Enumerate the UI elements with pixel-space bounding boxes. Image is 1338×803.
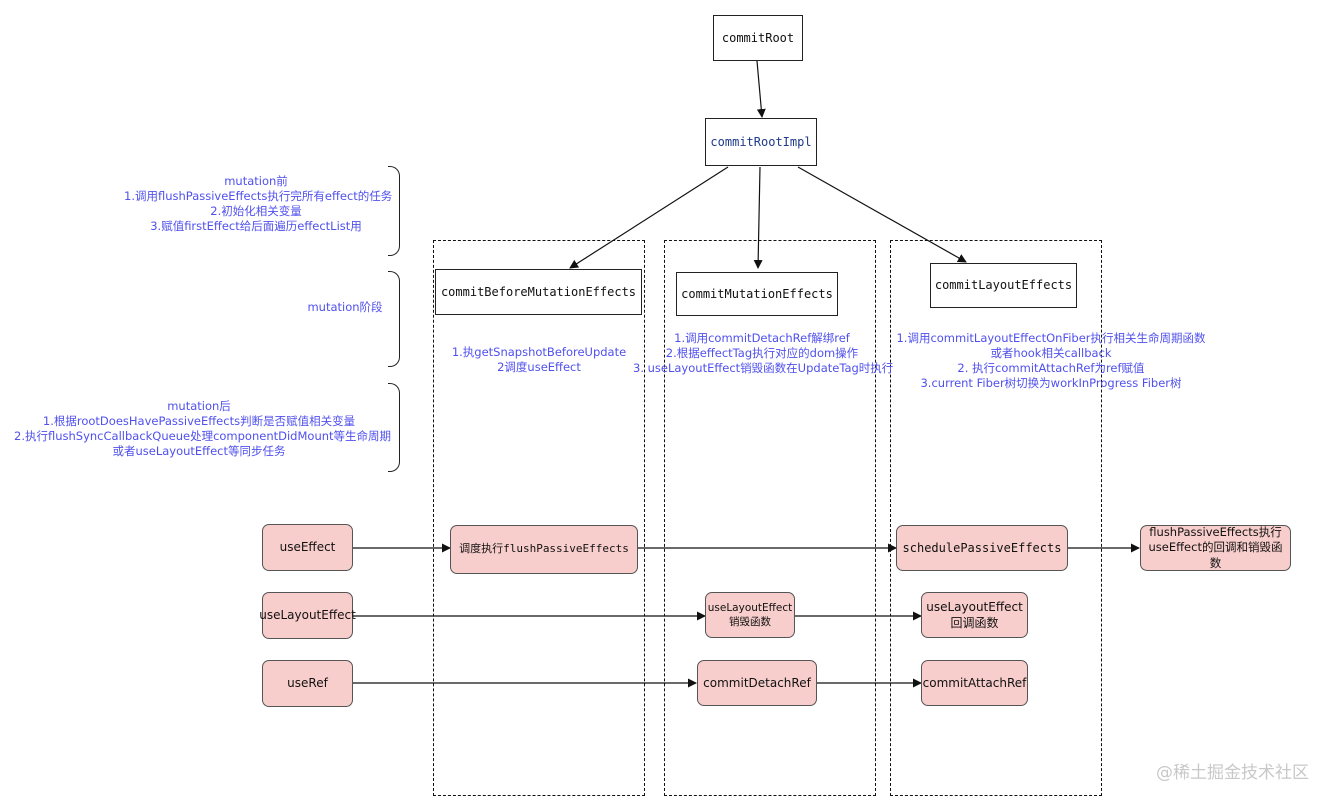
- note-line: 或者hook相关callback: [990, 346, 1112, 360]
- note-line: mutation阶段: [307, 300, 383, 314]
- note-line: 1.调用commitDetachRef解绑ref: [674, 331, 850, 345]
- note-line: 1.根据rootDoesHavePassiveEffects判断是否赋值相关变量: [42, 414, 356, 428]
- note-line: 1.调用commitLayoutEffectOnFiber执行相关生命周期函数: [896, 331, 1206, 345]
- note-before-mutation: mutation前 1.调用flushPassiveEffects执行完所有ef…: [124, 174, 393, 234]
- note-line: mutation前: [224, 174, 288, 188]
- commit-detach-ref-node: commitDetachRef: [697, 660, 817, 706]
- note-line: 2.初始化相关变量: [210, 204, 302, 218]
- use-layout-effect-destroy-node: useLayoutEffect销毁函数: [705, 592, 795, 638]
- note-layout-column: 1.调用commitLayoutEffectOnFiber执行相关生命周期函数 …: [896, 331, 1206, 391]
- schedule-flush-passive-effects-node: 调度执行flushPassiveEffects: [450, 525, 638, 574]
- note-line: 2. 执行commitAttachRef为ref赋值: [957, 361, 1145, 375]
- note-line: 3.current Fiber树切换为workInProgress Fiber树: [920, 376, 1182, 390]
- note-mutation-phase: mutation阶段: [290, 300, 400, 315]
- commit-mutation-effects-node: commitMutationEffects: [676, 272, 838, 316]
- commit-attach-ref-node: commitAttachRef: [921, 660, 1028, 706]
- edge-impl-to-layout: [797, 166, 967, 263]
- note-line: 2.执行flushSyncCallbackQueue处理componentDid…: [14, 429, 392, 443]
- note-line: mutation后: [167, 399, 231, 413]
- before-mutation-column: [433, 240, 645, 796]
- commit-layout-effects-node: commitLayoutEffects: [930, 263, 1077, 308]
- commit-root-node: commitRoot: [713, 15, 803, 61]
- note-line: 3.赋值firstEffect给后面遍历effectList用: [150, 219, 362, 233]
- edge-impl-to-before-mutation: [569, 166, 729, 269]
- brace-after-mutation: [388, 383, 400, 472]
- note-line: 或者useLayoutEffect等同步任务: [112, 444, 286, 458]
- note-line: 3. useLayoutEffect销毁函数在UpdateTag时执行: [633, 361, 894, 375]
- note-line: 1.调用flushPassiveEffects执行完所有effect的任务: [124, 189, 393, 203]
- use-ref-node: useRef: [262, 660, 353, 707]
- brace-mutation: [388, 271, 400, 367]
- brace-before-mutation: [388, 166, 400, 256]
- note-after-mutation: mutation后 1.根据rootDoesHavePassiveEffects…: [14, 399, 392, 459]
- edge-impl-to-mutation: [753, 166, 763, 269]
- commit-before-mutation-effects-node: commitBeforeMutationEffects: [435, 269, 642, 315]
- note-mutation-column: 1.调用commitDetachRef解绑ref 2.根据effectTag执行…: [633, 331, 894, 376]
- use-layout-effect-node: useLayoutEffect: [259, 592, 356, 639]
- watermark: @稀土掘金技术社区: [1156, 763, 1309, 783]
- use-layout-effect-callback-node: useLayoutEffect回调函数: [921, 592, 1028, 638]
- flush-passive-effects-result-node: flushPassiveEffects执行useEffect的回调和销毁函数: [1140, 525, 1291, 571]
- commit-root-impl-node: commitRootImpl: [705, 118, 817, 166]
- note-line: 1.执getSnapshotBeforeUpdate: [451, 345, 627, 359]
- edge-root-to-impl: [756, 60, 766, 118]
- note-before-mutation-column: 1.执getSnapshotBeforeUpdate 2调度useEffect: [440, 345, 638, 375]
- mutation-column: [664, 240, 876, 796]
- note-line: 2.根据effectTag执行对应的dom操作: [665, 346, 859, 360]
- schedule-passive-effects-node: schedulePassiveEffects: [896, 525, 1068, 571]
- layout-column: [890, 240, 1102, 796]
- use-effect-node: useEffect: [262, 524, 353, 571]
- note-line: 2调度useEffect: [497, 360, 581, 374]
